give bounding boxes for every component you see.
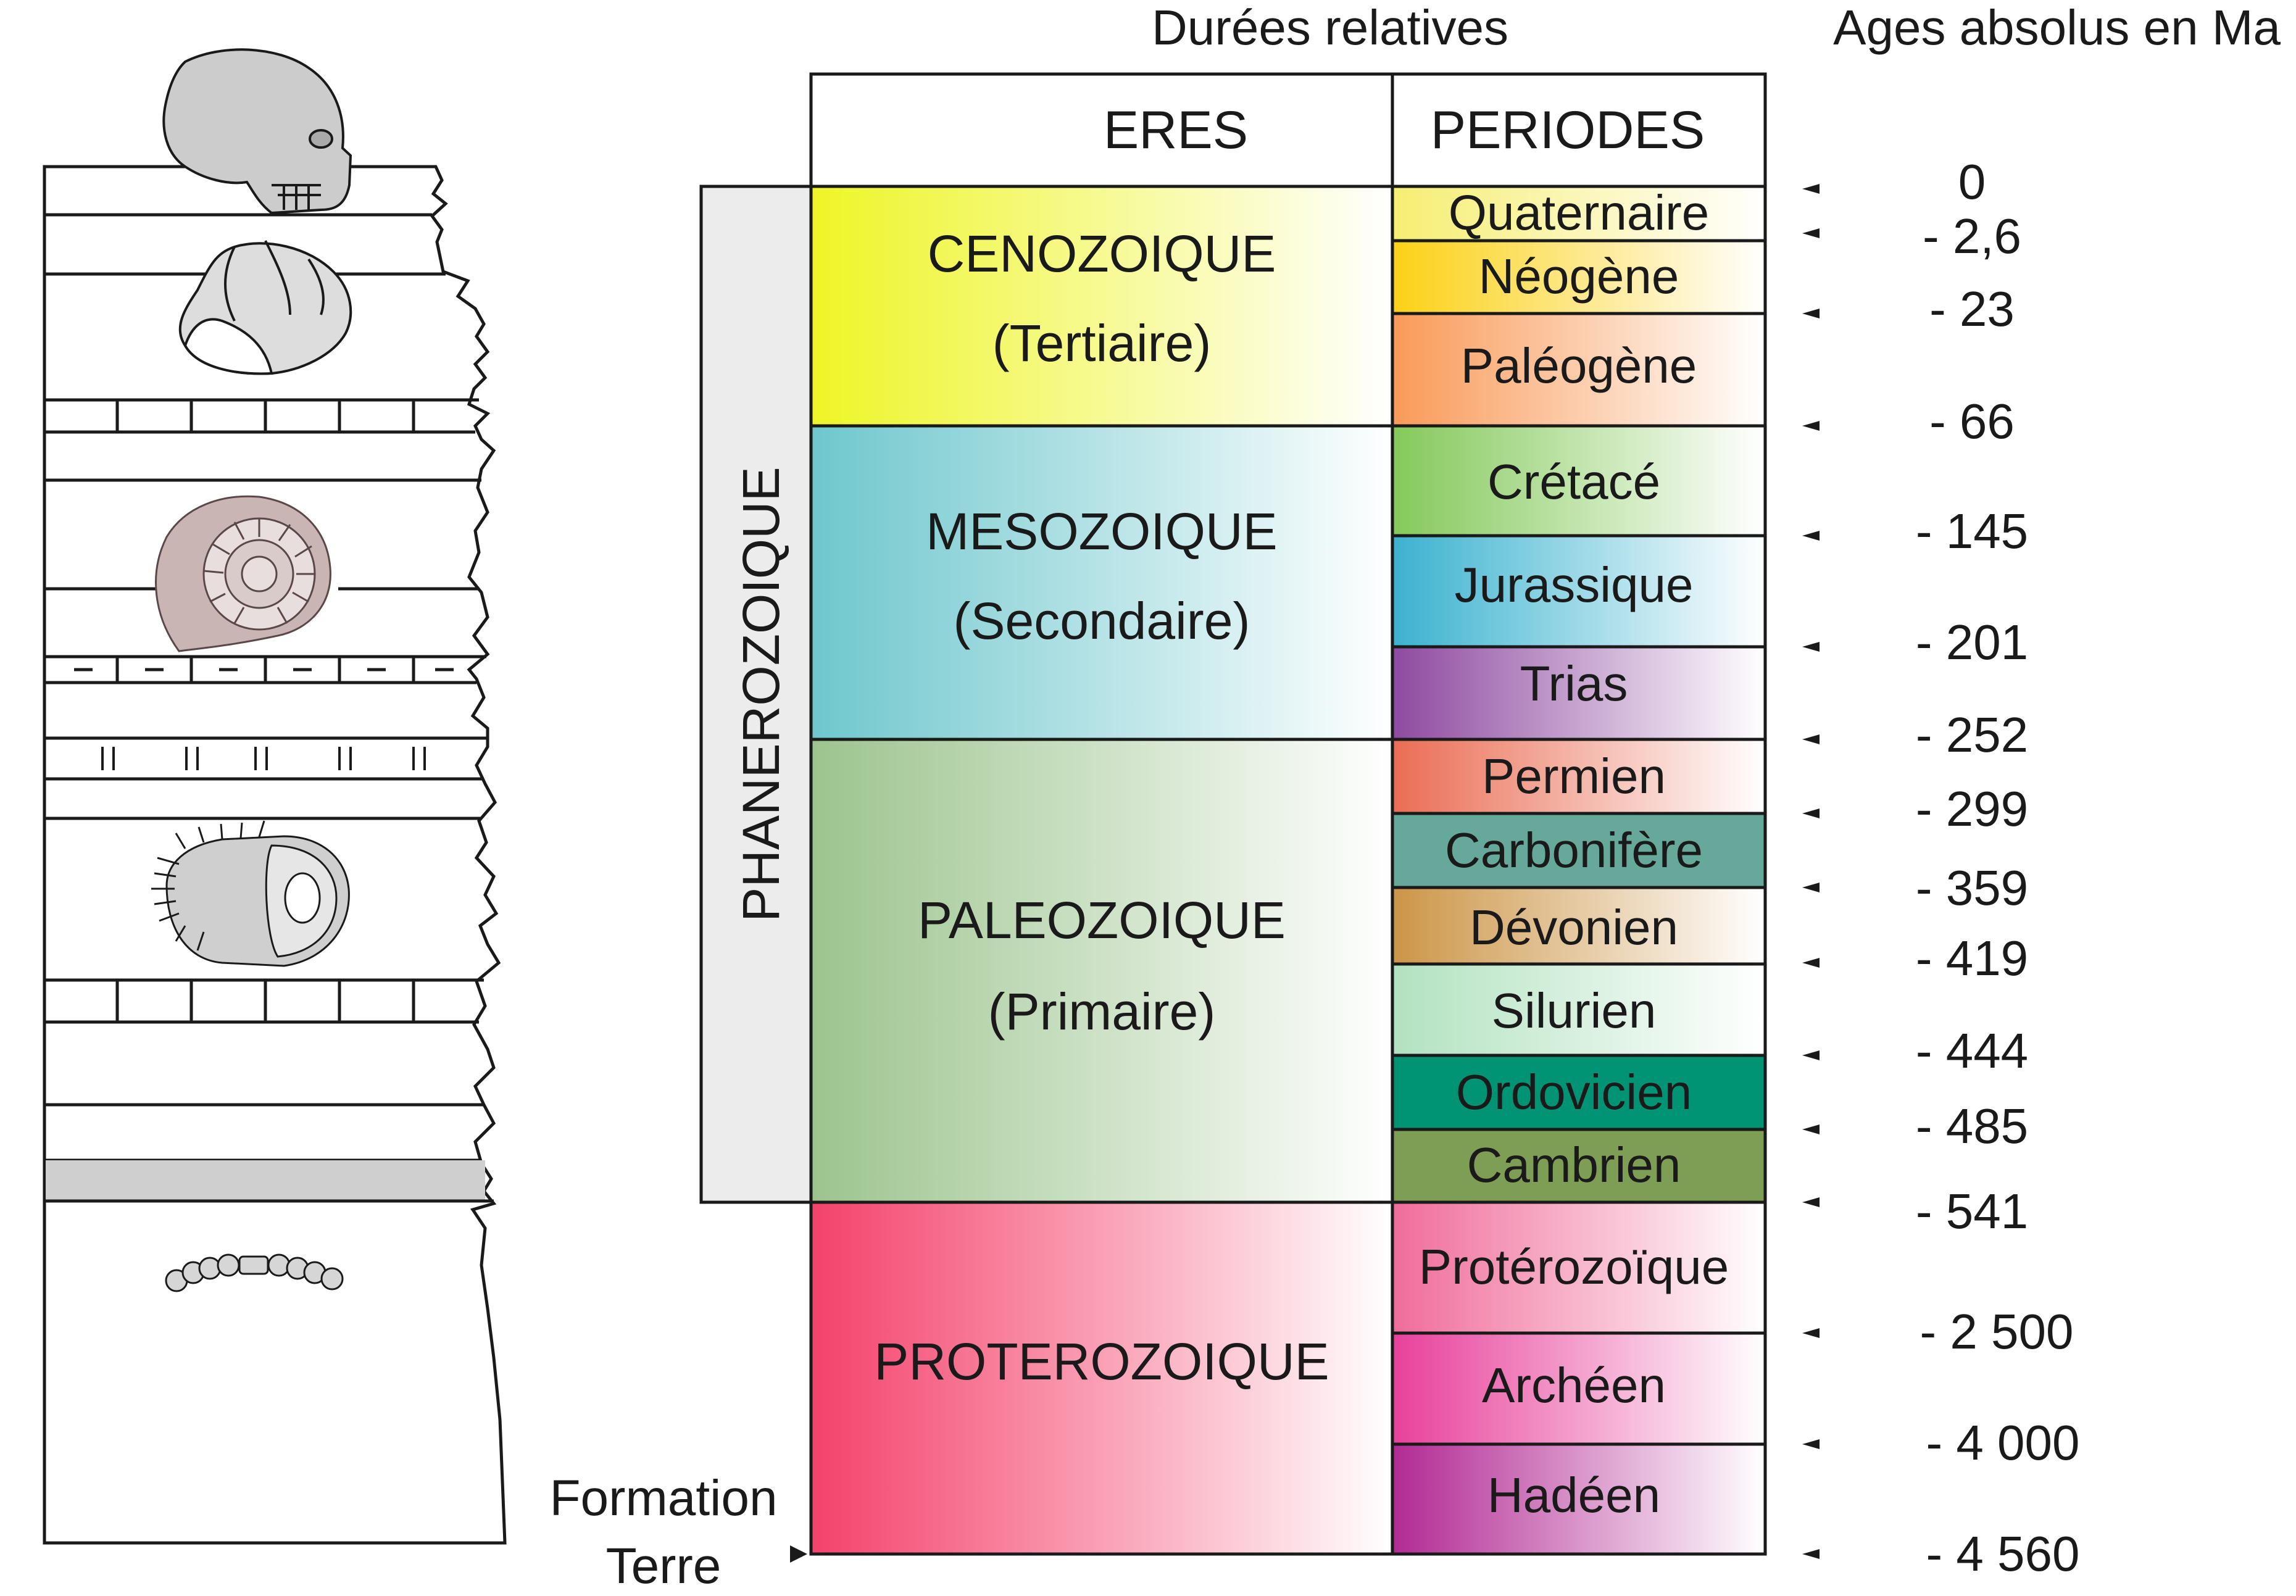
marker-arrow-icon xyxy=(1802,1050,1820,1060)
marker-arrow-icon xyxy=(1802,228,1820,238)
age-label: - 2 500 xyxy=(1920,1304,2073,1359)
period-label: Dévonien xyxy=(1470,900,1678,955)
marker-arrow-icon xyxy=(1802,1549,1820,1559)
age-labels: 0 - 2,6 - 23 - 66 - 145 - 201 - 252 - 29… xyxy=(1916,154,2080,1581)
period-label: Ordovicien xyxy=(1456,1065,1692,1120)
limestone-bed xyxy=(115,400,415,432)
age-markers xyxy=(790,184,1820,1563)
period-label: Trias xyxy=(1520,656,1628,711)
marl-bed xyxy=(74,657,454,683)
absolute-heading: Ages absolus en Ma xyxy=(1833,0,2281,55)
age-label: - 145 xyxy=(1916,504,2028,559)
marker-arrow-icon xyxy=(1802,734,1820,744)
period-label: Protérozoïque xyxy=(1419,1239,1729,1294)
period-label: Cambrien xyxy=(1467,1137,1681,1192)
limestone-bed-2 xyxy=(115,980,415,1022)
era-name: CENOZOIQUE xyxy=(928,225,1276,283)
age-label: - 299 xyxy=(1916,781,2028,836)
period-cells xyxy=(1391,185,1767,1556)
age-label: - 2,6 xyxy=(1923,209,2021,264)
period-label: Silurien xyxy=(1492,983,1657,1038)
period-label: Archéen xyxy=(1482,1358,1666,1413)
period-label: Néogène xyxy=(1479,249,1679,304)
era-row: CENOZOIQUE (Tertiaire) xyxy=(809,185,1394,428)
shale-bed xyxy=(101,747,426,770)
periods-header: PERIODES xyxy=(1431,101,1705,160)
snail-shell-icon xyxy=(178,240,352,375)
period-label: Hadéen xyxy=(1487,1468,1660,1523)
eon-label: PHANEROZOIQUE xyxy=(732,467,790,921)
age-label: - 23 xyxy=(1929,281,2015,336)
period-label: Crétacé xyxy=(1487,454,1660,509)
eon-bar xyxy=(699,185,813,1204)
age-label: - 66 xyxy=(1929,394,2015,449)
marker-arrow-icon xyxy=(1802,642,1820,652)
marker-arrow-icon xyxy=(1802,421,1820,431)
age-label: - 252 xyxy=(1916,707,2028,762)
era-row: PALEOZOIQUE (Primaire) xyxy=(809,738,1394,1204)
grey-bed xyxy=(46,1160,485,1201)
period-label: Jurassique xyxy=(1455,557,1694,612)
marker-arrow-icon xyxy=(1802,531,1820,541)
age-label: - 359 xyxy=(1916,860,2028,915)
period-label: Quaternaire xyxy=(1449,185,1709,240)
era-subtitle: (Secondaire) xyxy=(954,592,1250,650)
marker-arrow-icon xyxy=(1802,1439,1820,1449)
age-label: - 419 xyxy=(1916,931,2028,986)
stromatolite-chain-icon xyxy=(165,1253,344,1292)
timescale-table: ERES PERIODES CENOZOIQUE (Tertiaire) MES… xyxy=(809,72,1767,1556)
age-label: - 541 xyxy=(1916,1184,2028,1239)
era-row: MESOZOIQUE (Secondaire) xyxy=(809,424,1394,741)
eras-header: ERES xyxy=(1104,101,1248,160)
age-label: - 4 560 xyxy=(1926,1526,2079,1581)
age-label: 0 xyxy=(1958,154,1986,209)
age-label: - 444 xyxy=(1916,1023,2028,1078)
period-label: Carbonifère xyxy=(1445,823,1703,878)
age-label: - 4 000 xyxy=(1926,1415,2079,1470)
era-name: PALEOZOIQUE xyxy=(918,891,1286,949)
table-header xyxy=(809,72,1767,188)
era-subtitle: (Primaire) xyxy=(988,983,1216,1041)
marker-arrow-icon xyxy=(1802,1197,1820,1207)
marker-arrow-icon xyxy=(1802,958,1820,968)
era-name: MESOZOIQUE xyxy=(926,502,1277,560)
ammonite-icon xyxy=(155,495,331,652)
period-labels: Quaternaire Néogène Paléogène Crétacé Ju… xyxy=(1419,185,1729,1523)
trilobite-icon xyxy=(151,820,350,967)
marker-arrow-icon xyxy=(1802,808,1820,818)
marker-arrow-icon xyxy=(1802,184,1820,194)
age-label: - 201 xyxy=(1916,615,2028,670)
marker-arrow-icon xyxy=(1802,1328,1820,1338)
era-subtitle: (Tertiaire) xyxy=(992,314,1212,372)
era-row: PROTEROZOIQUE xyxy=(809,1200,1394,1556)
marker-arrow-icon xyxy=(1802,1124,1820,1134)
period-label: Paléogène xyxy=(1461,338,1697,393)
age-label: - 485 xyxy=(1916,1099,2028,1153)
formation-arrow-icon xyxy=(790,1545,807,1563)
formation-label-line2: Terre xyxy=(606,1538,722,1594)
period-label: Permien xyxy=(1482,749,1666,804)
formation-label-line1: Formation xyxy=(549,1470,777,1526)
relative-heading: Durées relatives xyxy=(1152,0,1508,55)
marker-arrow-icon xyxy=(1802,309,1820,318)
skull-icon xyxy=(162,48,352,215)
era-name: PROTEROZOIQUE xyxy=(874,1332,1329,1390)
marker-arrow-icon xyxy=(1802,883,1820,892)
